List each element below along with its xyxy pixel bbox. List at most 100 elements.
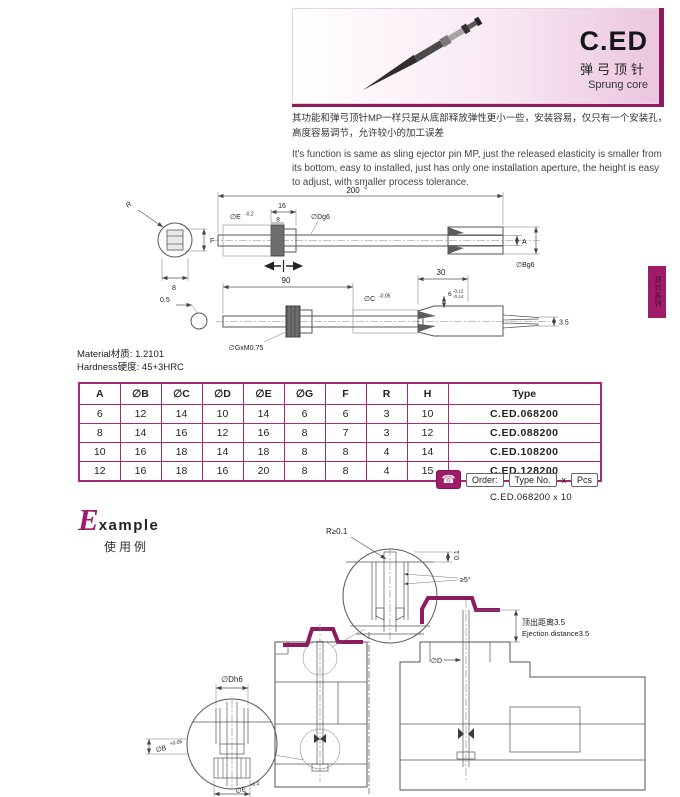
table-cell: 16 (119, 442, 162, 462)
dim-6-tol-up: -0.12 (453, 289, 464, 294)
table-cell: 12 (201, 423, 244, 443)
end-view: R F 8 (125, 201, 214, 292)
table-row: 6 12 14 10 14 6 6 3 10 C.ED.068200 (78, 404, 602, 424)
table-cell: 18 (242, 442, 285, 462)
dim-a-label: A (522, 239, 527, 246)
col-header: R (365, 382, 408, 405)
mold-section-ejected: ∅D 顶出距离3.5 Ejection distance3.5 (399, 596, 646, 791)
table-cell: 14 (160, 404, 203, 424)
dim-f-label: F (210, 238, 214, 245)
eject-distance-en: Ejection distance3.5 (522, 629, 589, 638)
angle-label: ≥5° (460, 576, 471, 584)
col-header: F (324, 382, 367, 405)
table-cell: 14 (119, 423, 162, 443)
dim-d-label: ∅D (431, 658, 442, 665)
col-header: ∅B (119, 382, 162, 405)
table-cell: 3 (365, 404, 408, 424)
table-cell: 6 (78, 404, 121, 424)
table-cell: 4 (365, 461, 408, 482)
molded-part (283, 627, 363, 647)
dim-b-label: ∅B (155, 745, 167, 754)
sample-qty: 10 (560, 492, 572, 503)
dim-e-label: ∅E (230, 214, 241, 221)
col-header: H (406, 382, 449, 405)
dim-8-top-label: 8 (276, 217, 280, 224)
header-accent-band (659, 8, 664, 104)
type-cell: C.ED.108200 (447, 442, 602, 462)
mold-section-closed (273, 624, 370, 794)
table-cell: 8 (283, 461, 326, 482)
example-heading: Example 使用例 (78, 504, 159, 555)
table-cell: 14 (242, 404, 285, 424)
technical-drawing: R F 8 200 -2 (125, 185, 569, 352)
phone-icon: ☎ (436, 470, 461, 489)
side-view-bottom: 0.5 90 30 6 -0.12 (160, 268, 569, 352)
table-cell: 8 (283, 423, 326, 443)
dim-c-tol: -0.05 (379, 294, 391, 300)
spec-table: A ∅B ∅C ∅D ∅E ∅G F R H Type 6 12 14 10 1… (78, 382, 602, 482)
example-initial: E (78, 502, 99, 537)
base-detail-view: ∅Dh6 ∅B +0.05 ∅E +0.2 (146, 675, 278, 797)
edge-tab-label: 顶针系列 (654, 276, 661, 308)
dim-c-label: ∅C (364, 296, 375, 303)
dim-30-label: 30 (437, 268, 446, 277)
material-line: Material材质: 1.2101 (77, 349, 165, 360)
hardness-line: Hardness硬度: 45+3HRC (77, 362, 184, 374)
table-cell: 18 (160, 442, 203, 462)
product-photo (362, 16, 483, 91)
table-cell: 8 (283, 442, 326, 462)
molded-part-ejected (420, 596, 500, 624)
times-sign: x (553, 492, 558, 502)
dim-8-side-label: 8 (172, 285, 176, 292)
type-cell: C.ED.068200 (447, 404, 602, 424)
order-example: C.ED.068200 x 10 (490, 492, 612, 503)
page-edge-tab: 顶针系列 (648, 266, 666, 318)
table-cell: 10 (78, 442, 121, 462)
table-cell: 12 (406, 423, 449, 443)
table-cell: 8 (324, 442, 367, 462)
dim-200-tol: -2 (363, 185, 368, 191)
example-drawing: R≥0.1 0.1 ≥5° (146, 527, 646, 797)
dim-e-tol: -0.2 (245, 212, 254, 218)
dim-e2-label: ∅E (235, 786, 247, 795)
dim-dg6-label: ∅Dg6 (311, 214, 330, 221)
table-cell: 10 (201, 404, 244, 424)
dim-bg6-label: ∅Bg6 (516, 262, 535, 269)
table-cell: 12 (119, 404, 162, 424)
radius-min-label: R≥0.1 (326, 527, 348, 536)
table-row: 10 16 18 14 18 8 8 4 14 C.ED.108200 (78, 442, 602, 462)
order-label: Order: (466, 472, 504, 487)
table-cell: 6 (324, 404, 367, 424)
example-subtitle-cn: 使用例 (104, 540, 150, 554)
table-cell: 8 (78, 423, 121, 443)
shift-arrows-icon (264, 260, 303, 272)
table-cell: 6 (283, 404, 326, 424)
sample-type: C.ED.068200 (490, 492, 551, 503)
description-block: 其功能和弹弓顶针MP一样只是从底部释放弹性更小一些，安装容易，仅只有一个安装孔，… (292, 112, 668, 190)
dim-e2-tol: +0.2 (249, 781, 260, 789)
dim-05-label: 0.5 (160, 297, 170, 304)
table-cell: 14 (201, 442, 244, 462)
table-cell: 3 (365, 423, 408, 443)
table-cell: 7 (324, 423, 367, 443)
side-view-top: 200 -2 16 8 ∅E -0.2 ∅Dg6 (211, 185, 540, 272)
table-cell: 18 (160, 461, 203, 482)
dim-dh6-label: ∅Dh6 (221, 675, 243, 684)
col-header: A (78, 382, 121, 405)
radius-label: R (125, 201, 133, 210)
dim-6-tol-dn: -0.14 (453, 294, 464, 299)
times-sign: x (561, 474, 567, 485)
eject-distance-cn: 顶出距离3.5 (522, 617, 566, 627)
col-header: ∅G (283, 382, 326, 405)
table-header-row: A ∅B ∅C ∅D ∅E ∅G F R H Type (78, 382, 602, 405)
table-cell: 10 (406, 404, 449, 424)
table-cell: 16 (242, 423, 285, 443)
col-header: ∅D (201, 382, 244, 405)
table-cell: 16 (119, 461, 162, 482)
col-header: ∅C (160, 382, 203, 405)
type-no-label: Type No. (508, 472, 557, 487)
table-cell: 14 (406, 442, 449, 462)
dim-16-label: 16 (278, 203, 286, 210)
dim-g-label: ∅GxM0.75 (229, 345, 264, 352)
dim-6-label: 6 (448, 291, 452, 298)
